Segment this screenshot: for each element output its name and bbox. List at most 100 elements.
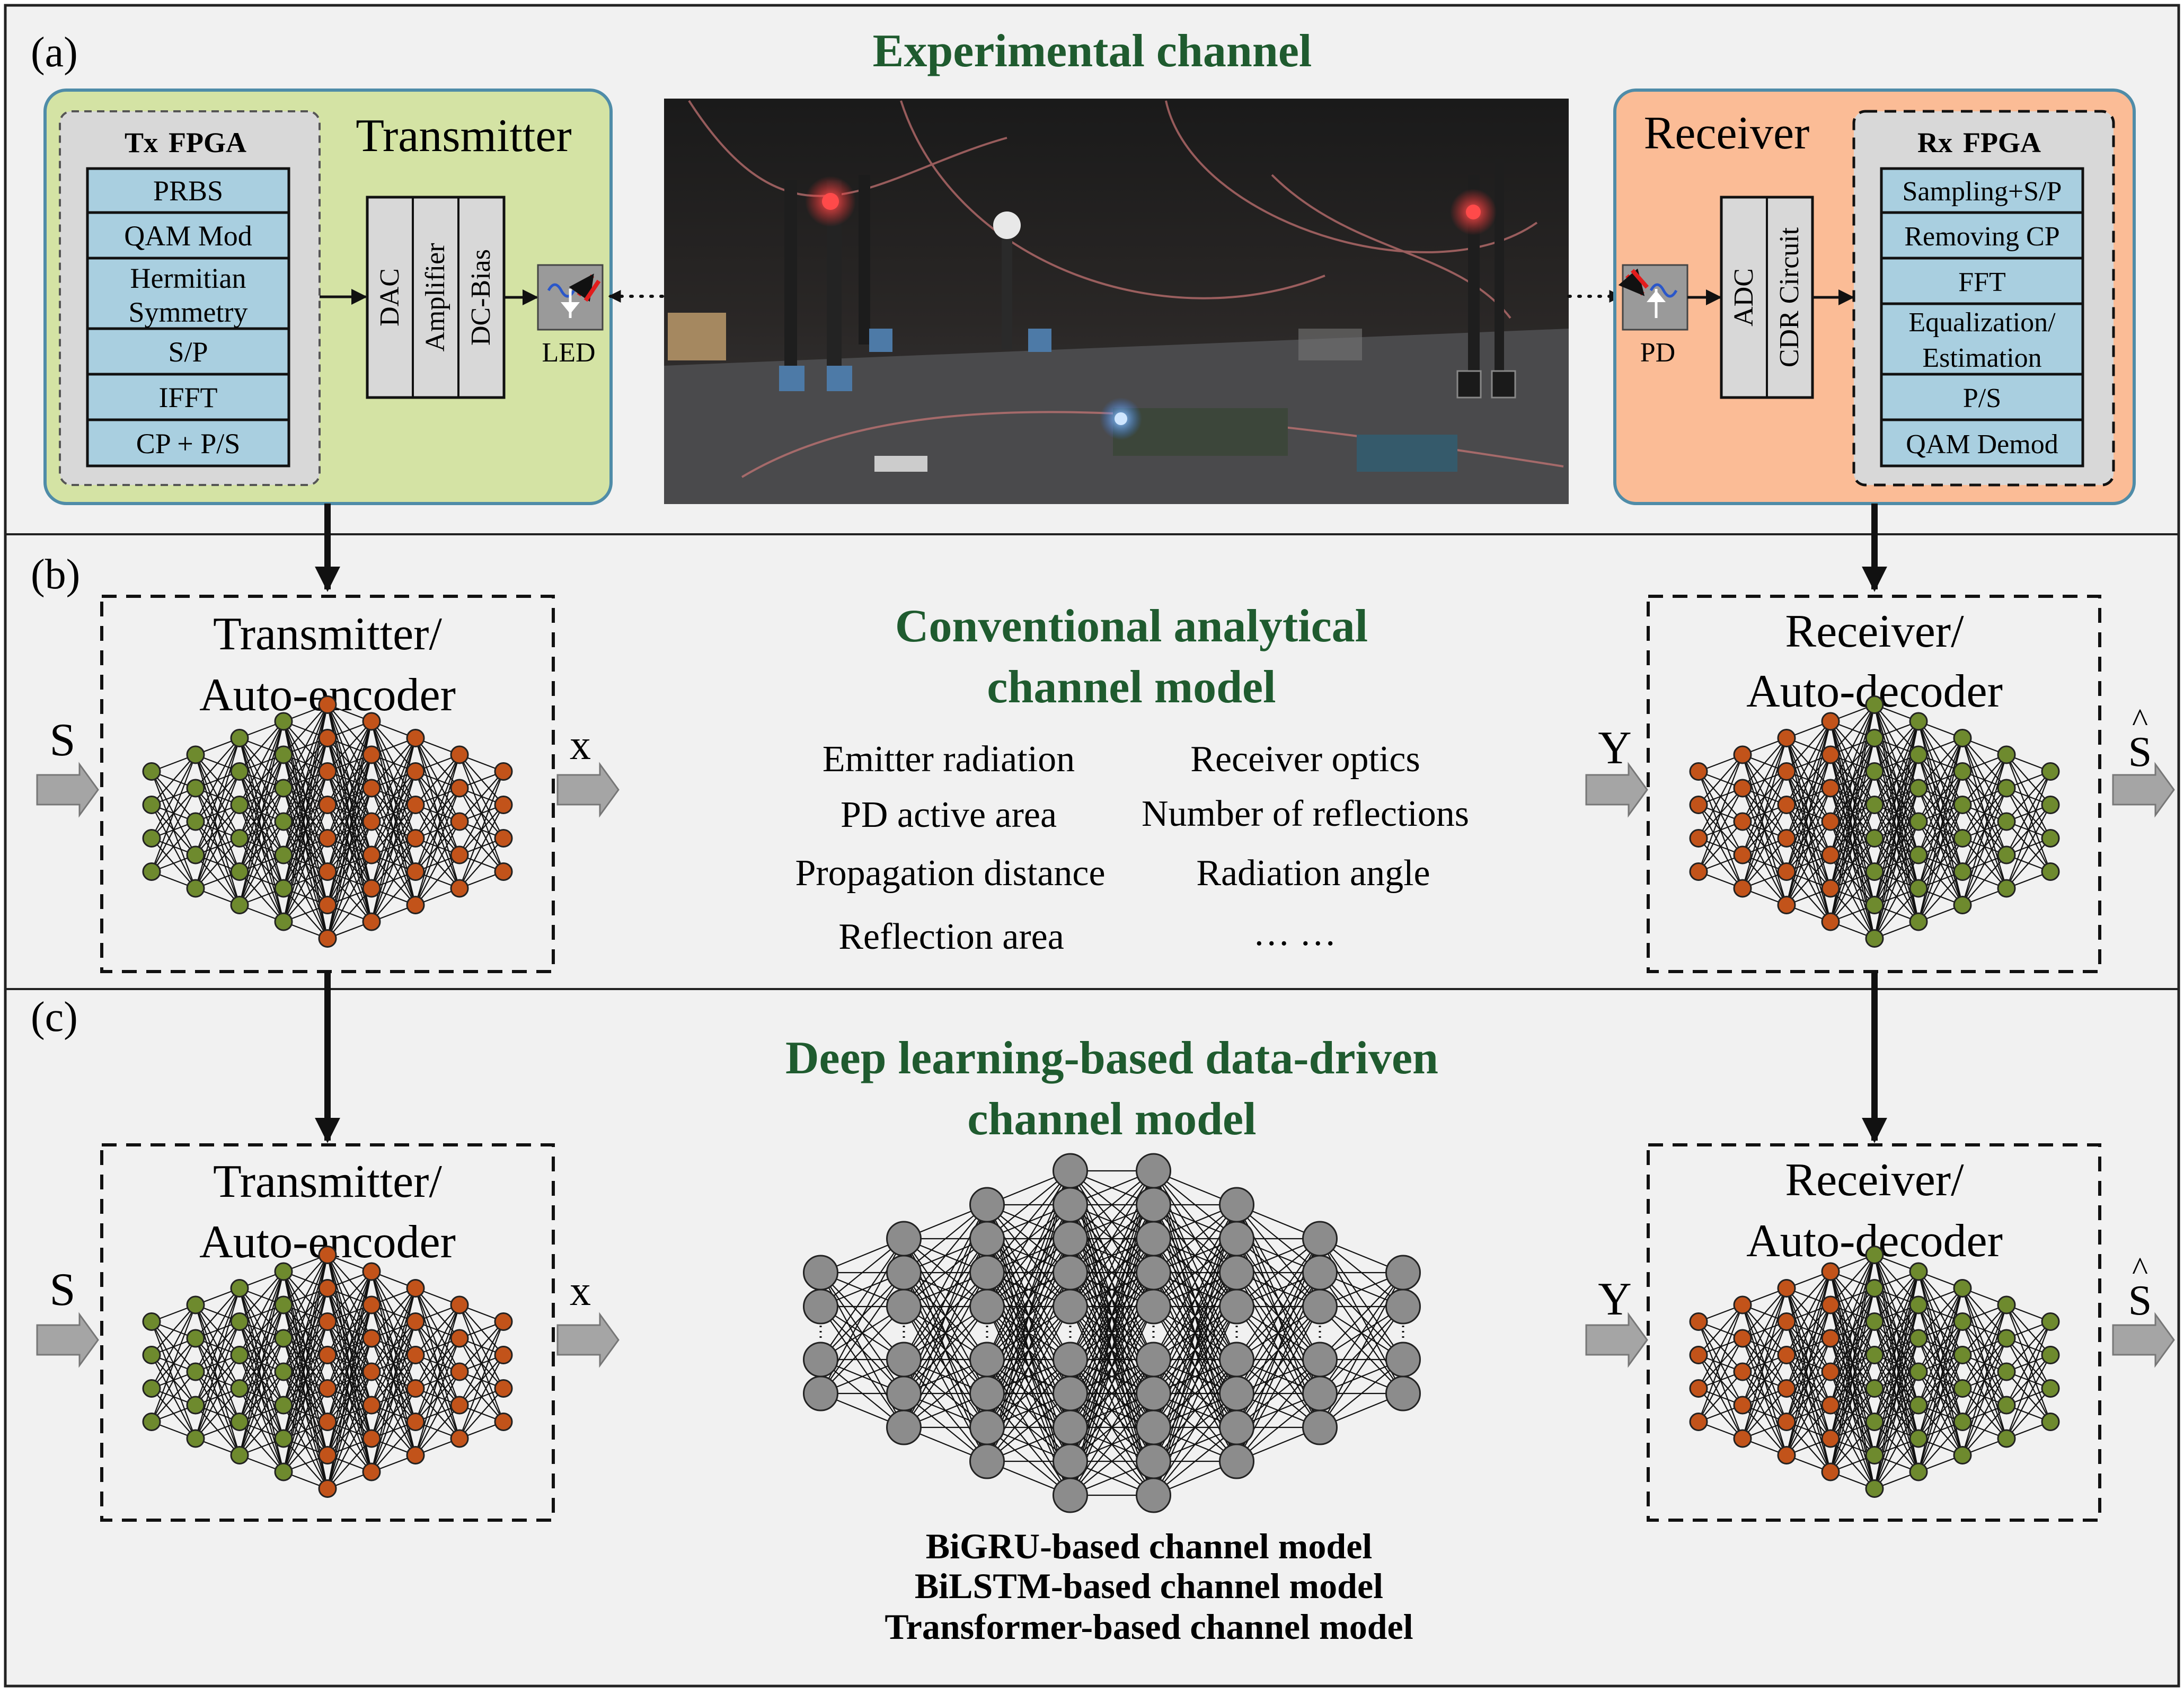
neuron [1909, 1329, 1928, 1348]
neuron [186, 1396, 205, 1415]
pd-icon [1618, 264, 1688, 331]
neuron [1909, 879, 1928, 898]
neuron [494, 1413, 513, 1431]
neuron [1953, 1346, 1972, 1364]
param-propagation-distance: Propagation distance [795, 853, 1105, 894]
neuron [1689, 1346, 1708, 1364]
neuron [1865, 1312, 1884, 1331]
neuron [803, 1375, 838, 1411]
autoencoder-block-b: Transmitter/ Auto-encoder [100, 595, 555, 973]
neuron [230, 796, 249, 814]
output-symbol-s-hat: S [2128, 729, 2152, 775]
neuron [1219, 1443, 1254, 1479]
neuron [142, 1346, 161, 1364]
neuron [274, 879, 293, 898]
neuron [1865, 829, 1884, 848]
tx-chain-dac: DAC [375, 268, 405, 327]
tx-block-cp-ps [86, 418, 290, 467]
neuron [406, 1279, 425, 1298]
neuron [274, 1295, 293, 1314]
neuron [450, 745, 469, 764]
neuron [1865, 1379, 1884, 1398]
rx-block-equalization-label-2: Estimation [1922, 343, 2041, 373]
input-symbol-s: S [50, 714, 76, 766]
neuron [1689, 1413, 1708, 1431]
autoencoder-line1: Transmitter/ [213, 1156, 442, 1207]
neuron [1136, 1342, 1171, 1378]
input-arrow-icon [1585, 1312, 1648, 1368]
neuron [406, 762, 425, 781]
rx-block-fft-label: FFT [1958, 267, 2006, 297]
neuron [186, 779, 205, 798]
neuron [494, 796, 513, 814]
neuron [886, 1289, 922, 1325]
neuron [2041, 1379, 2060, 1398]
neuron [274, 712, 293, 731]
panel-label-c: (c) [31, 994, 78, 1040]
neuron [362, 1262, 381, 1281]
neuron [1219, 1255, 1254, 1291]
neuron [1909, 1462, 1928, 1481]
output-arrow-icon [2112, 1312, 2175, 1368]
neuron [362, 1329, 381, 1348]
neuron [362, 879, 381, 898]
neuron [1053, 1342, 1088, 1378]
neuron [1733, 1329, 1752, 1348]
neuron [1053, 1409, 1088, 1445]
neuron [969, 1409, 1005, 1445]
neuron [886, 1255, 922, 1291]
neuron [886, 1409, 922, 1445]
neuron [362, 1429, 381, 1448]
neuron [1689, 796, 1708, 814]
param-ellipsis: … … [1253, 913, 1337, 954]
neuron [274, 1429, 293, 1448]
neuron [1953, 862, 1972, 881]
neuron [1821, 1262, 1840, 1281]
neuron [362, 912, 381, 931]
tx-fpga-title-prefix: Tx [125, 127, 158, 158]
neuron [1136, 1187, 1171, 1223]
tx-block-prbs [86, 167, 290, 214]
neuron [969, 1443, 1005, 1479]
neuron [969, 1221, 1005, 1257]
neuron [362, 712, 381, 731]
receiver-title: Receiver [1644, 108, 1810, 159]
neuron [230, 1346, 249, 1364]
neuron [1909, 1295, 1928, 1314]
neuron [1733, 812, 1752, 831]
neuron [450, 1362, 469, 1381]
param-pd-active-area: PD active area [841, 795, 1057, 835]
neuron [1136, 1289, 1171, 1325]
input-symbol-s: S [50, 1264, 76, 1316]
neuron [1997, 1295, 2016, 1314]
neuron [186, 1329, 205, 1348]
neuron [1953, 1413, 1972, 1431]
tx-block-hermitian-label-2: Symmetry [129, 296, 248, 328]
neuron [1385, 1289, 1421, 1325]
neuron [1953, 896, 1972, 914]
neuron [1953, 829, 1972, 848]
tx-chain-amplifier: Amplifier [420, 243, 450, 351]
autoencoder-line1: Transmitter/ [213, 608, 442, 660]
tx-block-qam-mod-label: QAM Mod [124, 220, 252, 252]
tx-block-cp-ps-label: CP + P/S [136, 428, 241, 460]
neuron [362, 845, 381, 864]
neuron [186, 745, 205, 764]
neuron [362, 779, 381, 798]
neuron [1997, 812, 2016, 831]
neuron [274, 745, 293, 764]
neuron [1219, 1409, 1254, 1445]
encoder-network [142, 695, 513, 948]
neuron [2041, 1346, 2060, 1364]
neuron [1821, 745, 1840, 764]
neuron [318, 1279, 337, 1298]
output-arrow-icon [556, 1312, 620, 1368]
output-arrow-icon [2112, 762, 2175, 818]
encoder-network [142, 1246, 513, 1498]
neuron [1733, 1429, 1752, 1448]
neuron [406, 862, 425, 881]
neuron [1821, 845, 1840, 864]
neuron [318, 1346, 337, 1364]
neuron [450, 879, 469, 898]
neuron [1821, 1429, 1840, 1448]
